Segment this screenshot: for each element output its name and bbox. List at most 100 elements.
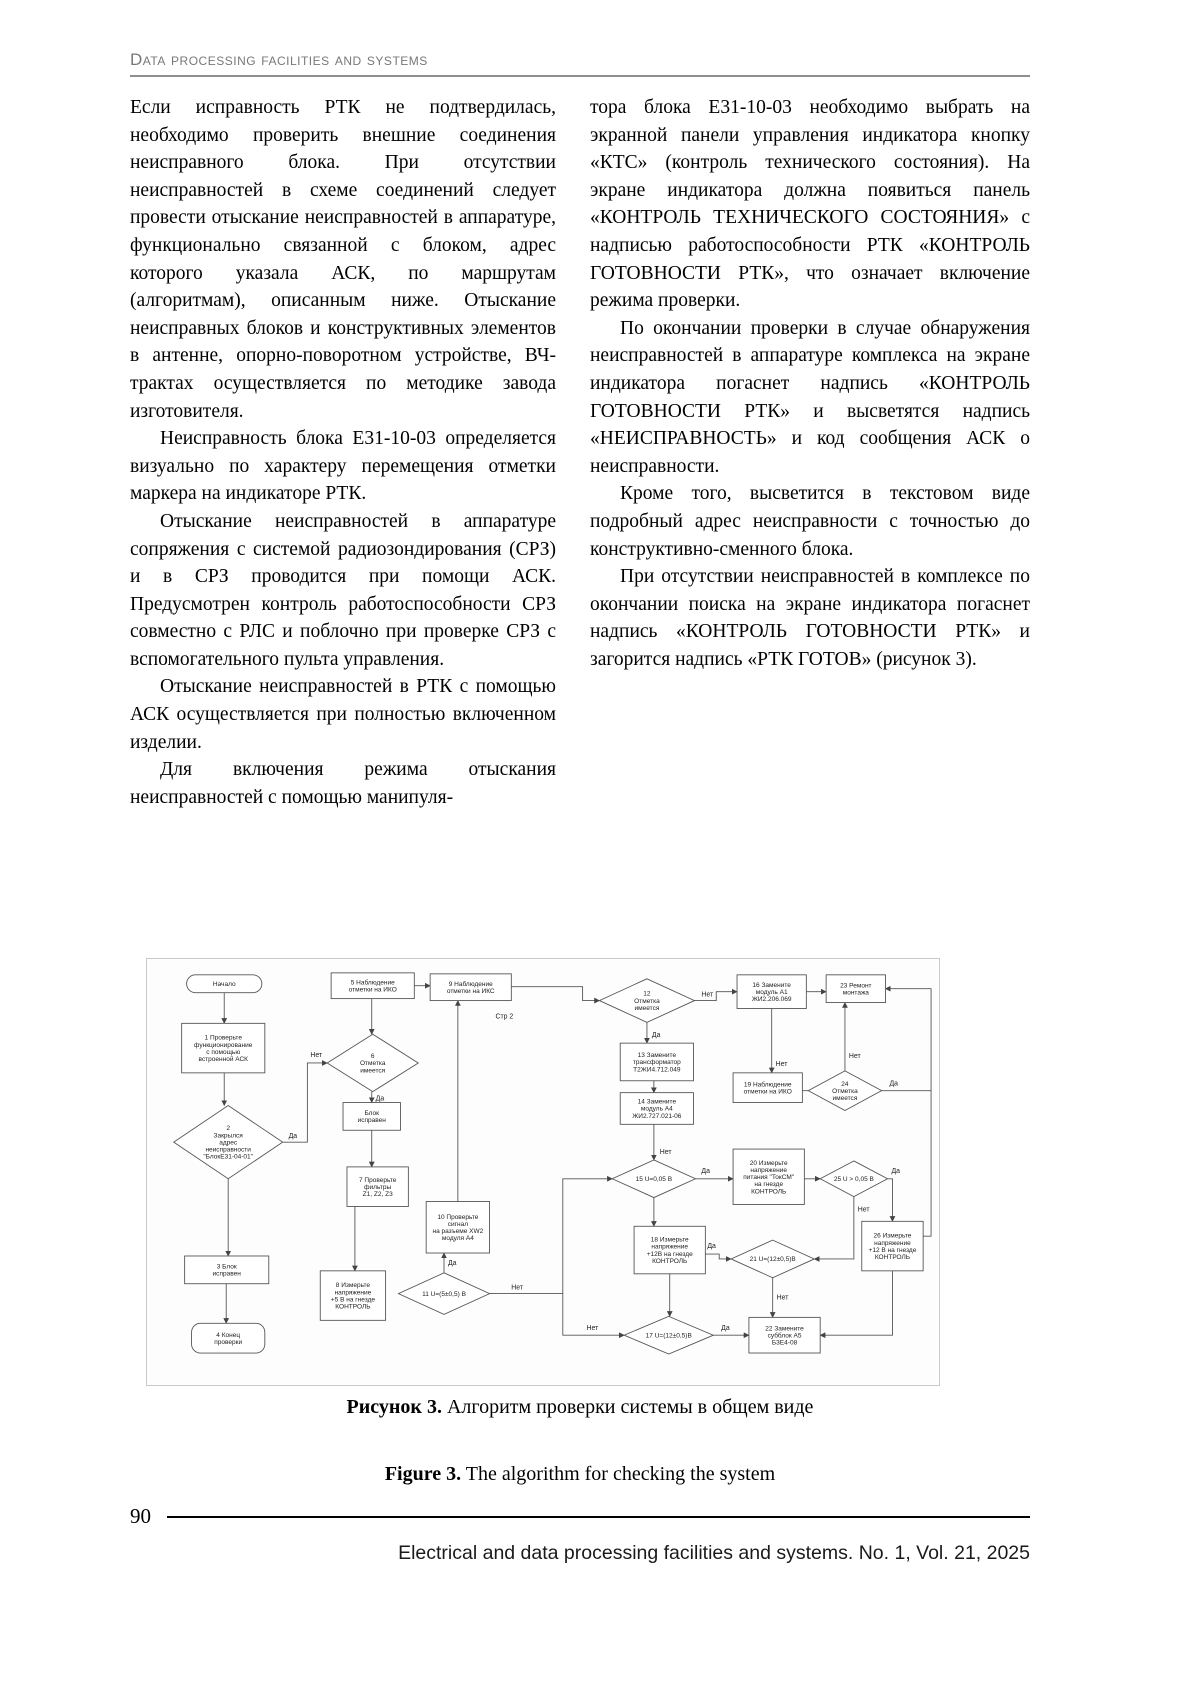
right-column: тора блока Е31-10-03 необходимо выбрать … [590,94,1030,811]
flow-edge-label: Нет [587,1325,600,1332]
flow-node-n8 [319,1270,387,1321]
flow-node-label-n11: 11 U=(5±0,5) В [422,1291,466,1298]
flow-annotation: Стр 2 [495,1013,513,1020]
flow-edge [813,1196,855,1262]
flow-edge-label: Да [889,1081,898,1088]
flow-edge-label: Да [891,1168,900,1175]
figure-caption-ru: Рисунок 3. Алгоритм проверки системы в о… [130,1396,1030,1419]
flow-node-label-n25: 25 U > 0,05 В [834,1176,874,1183]
flow-node-n3 [184,1255,270,1285]
paragraph: тора блока Е31-10-03 необходимо выбрать … [590,97,1030,312]
flow-node-n16 [736,974,807,1009]
flow-node-n18 [633,1225,706,1275]
flow-node-n14 [619,1092,694,1125]
figure-caption-en: Figure 3. The algorithm for checking the… [130,1463,1030,1486]
paragraph: Для включения режима отыскания неисправн… [130,759,556,808]
flow-edge [705,1253,732,1262]
footer-rule [167,1515,1030,1518]
figure-caption-en-text: The algorithm for checking the system [461,1462,776,1485]
flow-edge-label: Да [652,1032,661,1039]
flow-node-n7 [346,1166,409,1207]
flow-edge [694,988,738,1002]
flow-node-label-n15: 15 U=0,05 В [636,1176,672,1183]
flow-node-n20 [732,1148,805,1205]
flow-edge-label: Нет [511,1285,524,1292]
flow-edge-label: Да [701,1168,710,1175]
flow-edge [819,1270,893,1339]
flow-node-n13 [619,1042,694,1082]
flow-node-n22 [748,1316,821,1354]
flow-edge-label: Да [448,1260,457,1267]
flow-node-n11 [397,1272,491,1315]
flow-node-start [186,974,263,994]
flow-edge [282,1060,328,1143]
body-text: Если исправность РТК не подтвердилась, н… [130,94,1030,811]
flow-edge-label: Да [289,1133,298,1140]
flow-node-n24 [807,1070,883,1111]
flow-edge-label: Нет [858,1206,871,1213]
flow-edge [511,986,601,1004]
journal-line: Electrical and data processing facilitie… [398,1542,1030,1564]
flow-node-nbi [342,1102,401,1131]
flow-node-n26 [861,1220,924,1272]
paragraph: Если исправность РТК не подтвердилась, н… [130,97,556,422]
paragraph: По окончании проверки в случае обнаружен… [590,317,1030,477]
flow-node-n5 [330,972,415,1000]
paragraph: Кроме того, высветится в текстовом виде … [590,483,1030,560]
flow-node-n17 [623,1315,715,1355]
flow-edge-label: Нет [777,1295,790,1302]
flow-edge [884,985,932,1237]
footer-rule-row: 90 [130,1504,1030,1529]
flow-node-n4 [191,1322,266,1354]
flow-node-label-n17: 17 U=(12±0,5)В [646,1332,692,1339]
paragraph: Отыскание неисправностей в аппаратуре со… [130,510,556,670]
flow-edge-label: Нет [701,992,714,999]
running-head: Data processing facilities and systems [130,50,1030,77]
flow-node-n15 [611,1159,697,1199]
flow-edge-label: Да [707,1243,716,1250]
page-footer: 90 Electrical and data processing facili… [130,1504,1030,1565]
left-column: Если исправность РТК не подтвердилась, н… [130,94,556,811]
flow-node-label-start: Начало [213,981,236,988]
flow-node-n6 [326,1033,420,1093]
paragraph: При отсутствии неисправностей в комплекс… [590,566,1030,670]
flow-edge-label: Нет [849,1053,862,1060]
flow-edge [489,1175,613,1295]
page-number: 90 [130,1504,151,1528]
paragraph: Отыскание неисправностей в РТК с помощью… [130,676,556,753]
flow-node-label-n21: 21 U=(12±0,5)В [750,1256,796,1263]
flow-edge-label: Да [721,1325,730,1332]
figure-caption-ru-label: Рисунок 3. [346,1395,442,1418]
flow-edge-label: Нет [776,1061,789,1068]
flow-node-n23 [825,974,886,1004]
figure-caption-ru-text: Алгоритм проверки системы в общем виде [441,1395,814,1418]
flow-node-n1 [181,1022,266,1074]
flow-node-n25 [819,1160,889,1198]
flow-node-n2 [172,1104,284,1180]
flow-node-n10 [425,1201,490,1254]
running-head-text: Data processing facilities and systems [130,50,428,69]
figure-caption-en-label: Figure 3. [384,1462,462,1485]
